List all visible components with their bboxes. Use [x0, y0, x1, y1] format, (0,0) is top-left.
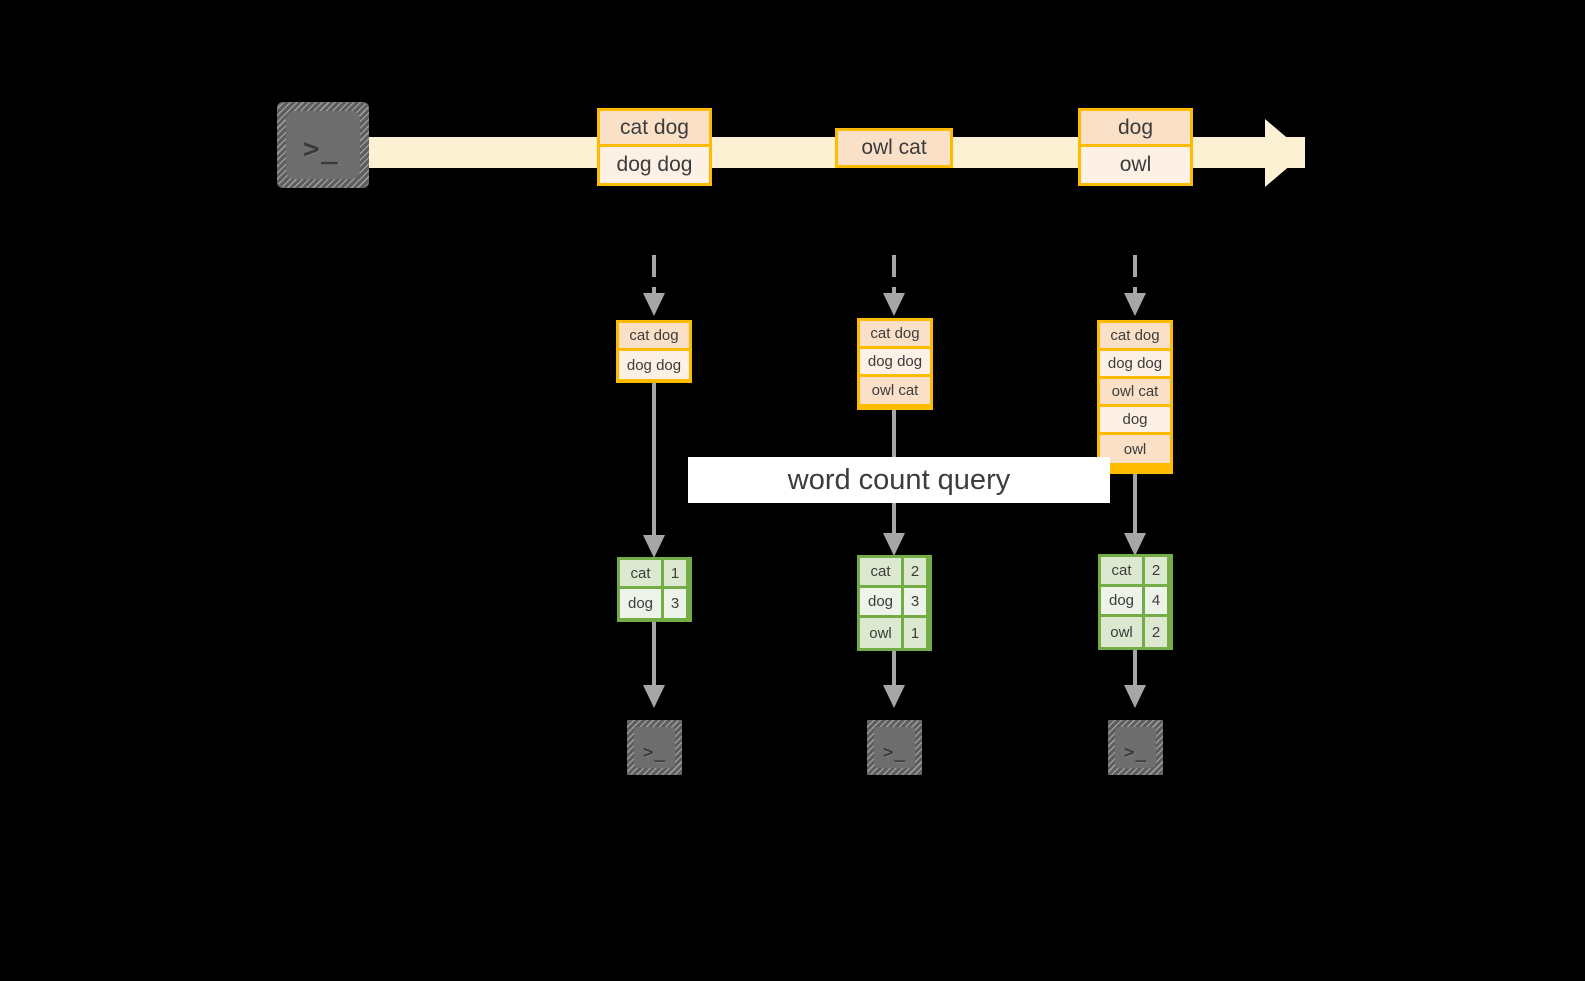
result-word: cat	[1101, 557, 1145, 584]
sink-arrow-head-column-1	[643, 685, 665, 708]
query-arrow-head-column-1	[643, 535, 665, 558]
query-arrow-line-column-1	[652, 383, 656, 550]
trigger-arrow-head-column-3	[1124, 293, 1146, 316]
result-count: 1	[664, 560, 686, 586]
terminal-prompt-glyph: >_	[883, 742, 907, 763]
sink-arrow-line-column-2	[892, 651, 896, 691]
query-arrow-head-column-2	[883, 533, 905, 556]
terminal-prompt-glyph: >_	[303, 132, 339, 165]
input-table-column-3: cat dog dog dog owl cat dog owl	[1097, 320, 1173, 474]
result-count: 3	[664, 589, 686, 618]
sink-arrow-line-column-1	[652, 622, 656, 690]
trigger-arrow-line-column-1	[652, 255, 656, 295]
input-row: cat dog	[1100, 323, 1170, 351]
input-row: cat dog	[860, 321, 930, 349]
input-row: dog	[1100, 407, 1170, 435]
result-row: owl 2	[1101, 617, 1170, 647]
result-count: 2	[1145, 557, 1167, 584]
query-arrow-head-column-3	[1124, 533, 1146, 556]
stream-record-batch-1: cat dog dog dog	[597, 108, 712, 186]
stream-record-line: owl cat	[838, 131, 950, 165]
result-row: cat 2	[860, 558, 929, 588]
input-row: owl	[1100, 435, 1170, 463]
input-row: dog dog	[860, 349, 930, 377]
stream-record-line: dog	[1081, 111, 1190, 147]
result-count: 3	[904, 588, 926, 615]
result-count: 1	[904, 618, 926, 648]
result-count: 2	[904, 558, 926, 585]
stream-record-line: cat dog	[600, 111, 709, 147]
query-label: word count query	[688, 457, 1110, 503]
result-count: 2	[1145, 617, 1167, 647]
sink-arrow-head-column-2	[883, 685, 905, 708]
trigger-arrow-head-column-1	[643, 293, 665, 316]
result-table-column-2: cat 2 dog 3 owl 1	[857, 555, 932, 651]
terminal-screen	[286, 111, 360, 179]
trigger-arrow-head-column-2	[883, 293, 905, 316]
result-word: cat	[860, 558, 904, 585]
input-row: dog dog	[1100, 351, 1170, 379]
terminal-screen	[874, 727, 915, 768]
stream-record-batch-3: dog owl	[1078, 108, 1193, 186]
stream-record-batch-2: owl cat	[835, 128, 953, 168]
query-arrow-line-column-3	[1133, 474, 1137, 550]
input-row: owl cat	[860, 377, 930, 404]
terminal-screen	[1115, 727, 1156, 768]
stream-band-arrowhead	[1265, 119, 1305, 187]
sink-terminal-icon-column-2[interactable]: >_	[858, 711, 931, 784]
stream-record-line: owl	[1081, 147, 1190, 183]
result-word: dog	[860, 588, 904, 615]
terminal-prompt-glyph: >_	[1124, 742, 1148, 763]
result-row: dog 3	[620, 589, 689, 618]
sink-terminal-icon-column-1[interactable]: >_	[618, 711, 691, 784]
trigger-arrow-line-column-3	[1133, 255, 1137, 295]
result-row: dog 3	[860, 588, 929, 618]
result-row: cat 2	[1101, 557, 1170, 587]
terminal-prompt-glyph: >_	[643, 742, 667, 763]
result-row: cat 1	[620, 560, 689, 589]
source-terminal-icon[interactable]: >_	[268, 93, 378, 197]
input-row: cat dog	[619, 323, 689, 351]
sink-terminal-icon-column-3[interactable]: >_	[1099, 711, 1172, 784]
input-row: owl cat	[1100, 379, 1170, 407]
result-table-column-1: cat 1 dog 3	[617, 557, 692, 622]
result-word: cat	[620, 560, 664, 586]
input-table-column-2: cat dog dog dog owl cat	[857, 318, 933, 410]
terminal-screen	[634, 727, 675, 768]
result-word: dog	[1101, 587, 1145, 614]
sink-arrow-head-column-3	[1124, 685, 1146, 708]
result-row: owl 1	[860, 618, 929, 648]
input-table-column-1: cat dog dog dog	[616, 320, 692, 383]
result-table-column-3: cat 2 dog 4 owl 2	[1098, 554, 1173, 650]
stream-record-line: dog dog	[600, 147, 709, 183]
result-word: owl	[1101, 617, 1145, 647]
trigger-arrow-line-column-2	[892, 255, 896, 295]
sink-arrow-line-column-3	[1133, 650, 1137, 691]
result-word: dog	[620, 589, 664, 618]
input-row: dog dog	[619, 351, 689, 379]
result-word: owl	[860, 618, 904, 648]
result-row: dog 4	[1101, 587, 1170, 617]
result-count: 4	[1145, 587, 1167, 614]
